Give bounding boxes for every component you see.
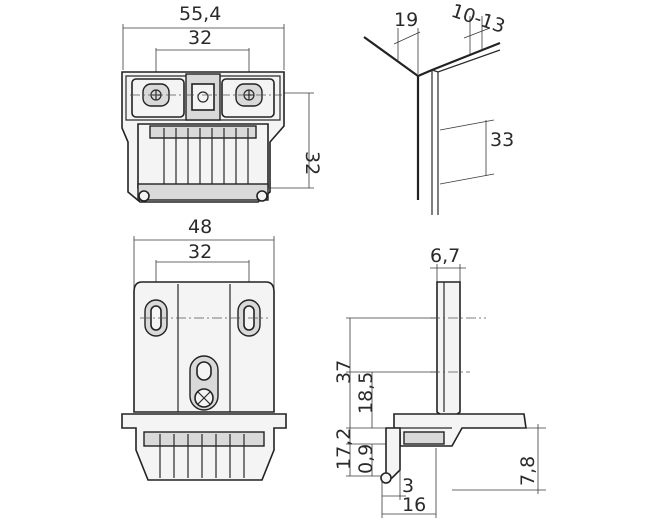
dim-16: 16 — [402, 494, 426, 516]
dim-3: 3 — [402, 475, 414, 497]
dim-17-2: 17,2 — [333, 428, 355, 470]
bottom-front-view: 48 32 — [121, 216, 287, 481]
dim-c: 33 — [490, 129, 514, 151]
dim-bottom-hole-spacing: 32 — [188, 241, 212, 263]
dim-hole-spacing: 32 — [188, 27, 212, 49]
dim-0-9: 0,9 — [355, 444, 377, 474]
bottom-side-view: 6,7 37 18,5 17,2 0,9 3 16 — [333, 245, 546, 518]
dim-18-5: 18,5 — [355, 372, 377, 414]
top-side-view: 19 10-13 33 — [363, 0, 514, 215]
top-front-view: 55,4 32 32 — [121, 3, 323, 203]
dim-7-8: 7,8 — [517, 456, 539, 486]
dim-37: 37 — [333, 360, 355, 384]
dim-bottom-total-width: 48 — [188, 216, 212, 238]
dim-a: 19 — [394, 9, 418, 31]
dim-thickness: 6,7 — [430, 245, 460, 267]
dim-total-width: 55,4 — [179, 3, 221, 25]
adjustment-screw-icon — [194, 388, 214, 408]
dim-height: 32 — [301, 151, 323, 175]
